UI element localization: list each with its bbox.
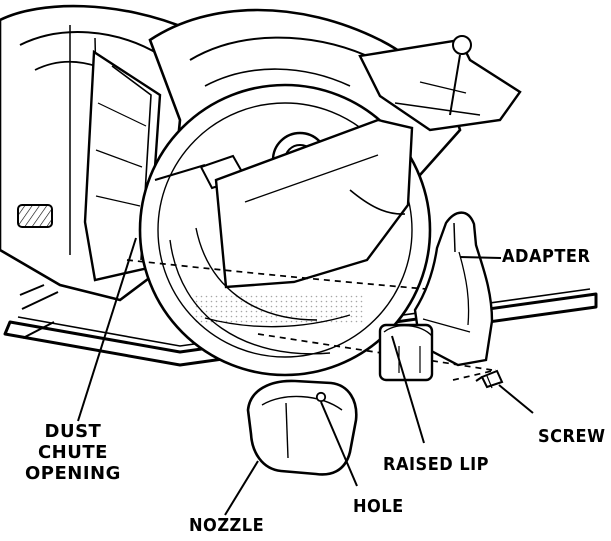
base-plate [3,292,598,367]
dust-chute-label-line-2: CHUTE [37,442,108,463]
nozzle-part [246,379,358,476]
hole-leader [320,401,358,487]
adapter-label: ADAPTER [502,246,591,267]
dust-chute-opening-label: DUST CHUTE OPENING [25,421,121,484]
nozzle-leader [224,460,259,516]
adapter-part [413,211,494,367]
raised-lip-leader [391,335,425,444]
screw-leader [498,384,534,414]
dust-chute-leader [77,237,137,422]
motor-housing [214,118,414,289]
alignment-line-upper [126,259,439,291]
nozzle-label: NOZZLE [189,515,265,536]
screw-label: SCREW [538,426,606,447]
dust-chute-label-line-1: DUST [44,421,102,442]
adapter-leader [459,256,502,259]
screw-alignment-line [452,369,497,381]
hole-label: HOLE [353,496,404,517]
screw-part [475,369,504,389]
raised-lip-label: RAISED LIP [383,454,490,475]
dust-chute-label-line-3: OPENING [25,463,121,484]
